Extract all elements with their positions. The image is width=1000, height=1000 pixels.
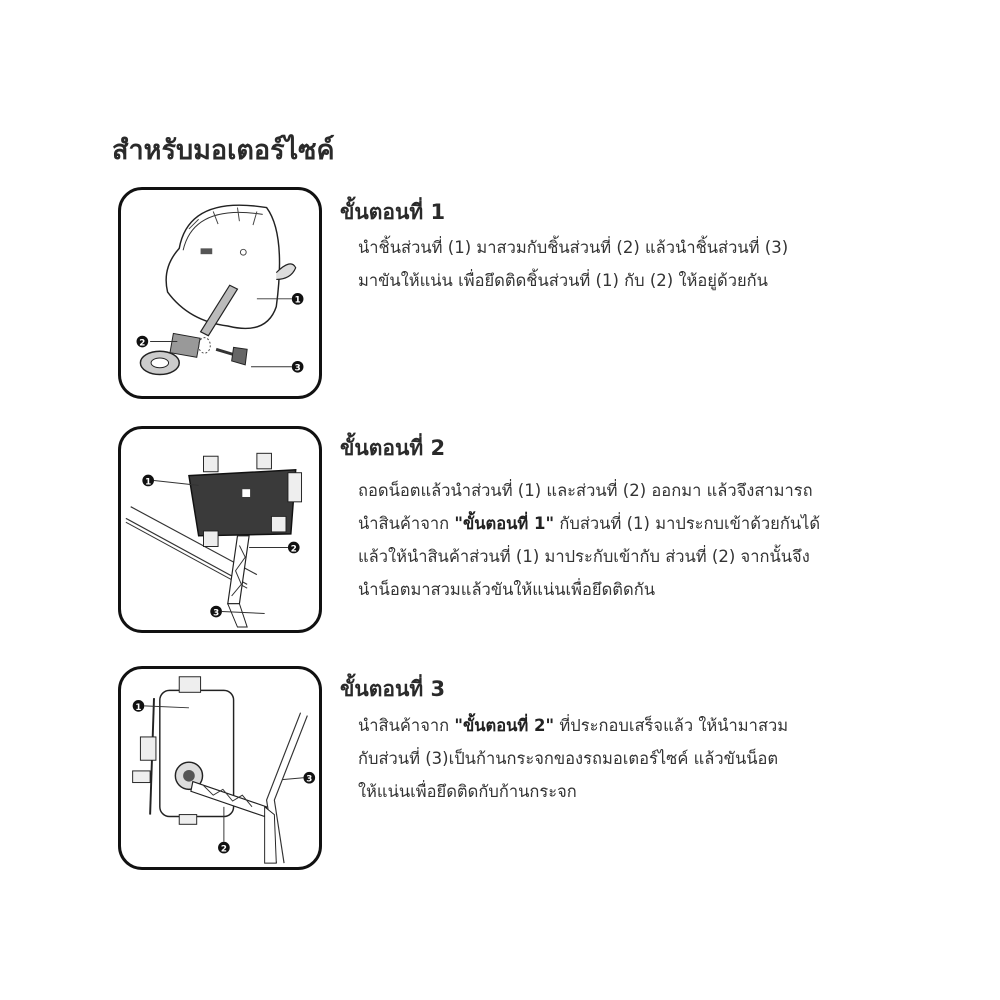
step-2-description: ถอดน็อตแล้วนำส่วนที่ (1) และส่วนที่ (2) …	[358, 474, 918, 606]
step-3-line-1: นำสินค้าจาก "ขั้นตอนที่ 2" ที่ประกอบเสร็…	[358, 716, 789, 735]
step-reference-bold: "ขั้นตอนที่ 1"	[454, 514, 555, 533]
phone-on-mirror-stem-diagram-icon: 1 2 3	[132, 676, 316, 864]
step-1-description: นำชิ้นส่วนที่ (1) มาสวมกับชิ้นส่วนที่ (2…	[358, 231, 918, 297]
phone-holder-arm-diagram-icon: 1 2 3	[125, 452, 303, 628]
step-2-line-2: นำสินค้าจาก "ขั้นตอนที่ 1" กับส่วนที่ (1…	[358, 514, 821, 533]
step-3-illustration-panel: 1 2 3	[118, 666, 322, 870]
step-3-line-3: ให้แน่นเพื่อยึดติดกับก้านกระจก	[358, 782, 577, 801]
helmet-mount-diagram-icon: 1 2 3	[136, 204, 304, 376]
step-2-title: ขั้นตอนที่ 2	[340, 436, 446, 460]
svg-text:3: 3	[213, 608, 219, 618]
step-3-title: ขั้นตอนที่ 3	[340, 677, 446, 701]
page-title: สำหรับมอเตอร์ไซค์	[112, 135, 335, 166]
step-3-line-2: กับส่วนที่ (3)เป็นก้านกระจกของรถมอเตอร์ไ…	[358, 749, 779, 768]
step-reference-bold: "ขั้นตอนที่ 2"	[454, 716, 555, 735]
svg-text:2: 2	[291, 544, 297, 554]
step-3-description: นำสินค้าจาก "ขั้นตอนที่ 2" ที่ประกอบเสร็…	[358, 709, 918, 808]
svg-text:2: 2	[221, 844, 227, 854]
step-1-title: ขั้นตอนที่ 1	[340, 200, 446, 224]
step-1-line-2: มาขันให้แน่น เพื่อยึดติดชิ้นส่วนที่ (1) …	[358, 271, 768, 290]
svg-text:2: 2	[139, 338, 145, 348]
svg-text:1: 1	[295, 296, 301, 306]
step-2-line-1: ถอดน็อตแล้วนำส่วนที่ (1) และส่วนที่ (2) …	[358, 481, 813, 500]
svg-text:1: 1	[145, 477, 151, 487]
svg-text:3: 3	[306, 775, 312, 785]
svg-text:1: 1	[135, 703, 141, 713]
step-1-illustration-panel: 1 2 3	[118, 187, 322, 399]
step-2-illustration-panel: 1 2 3	[118, 426, 322, 633]
step-2-line-3: แล้วให้นำสินค้าส่วนที่ (1) มาประกับเข้าก…	[358, 547, 810, 566]
step-1-line-1: นำชิ้นส่วนที่ (1) มาสวมกับชิ้นส่วนที่ (2…	[358, 238, 789, 257]
svg-text:3: 3	[295, 364, 301, 374]
step-2-line-4: นำน็อตมาสวมแล้วขันให้แน่นเพื่อยึดติดกัน	[358, 580, 656, 599]
